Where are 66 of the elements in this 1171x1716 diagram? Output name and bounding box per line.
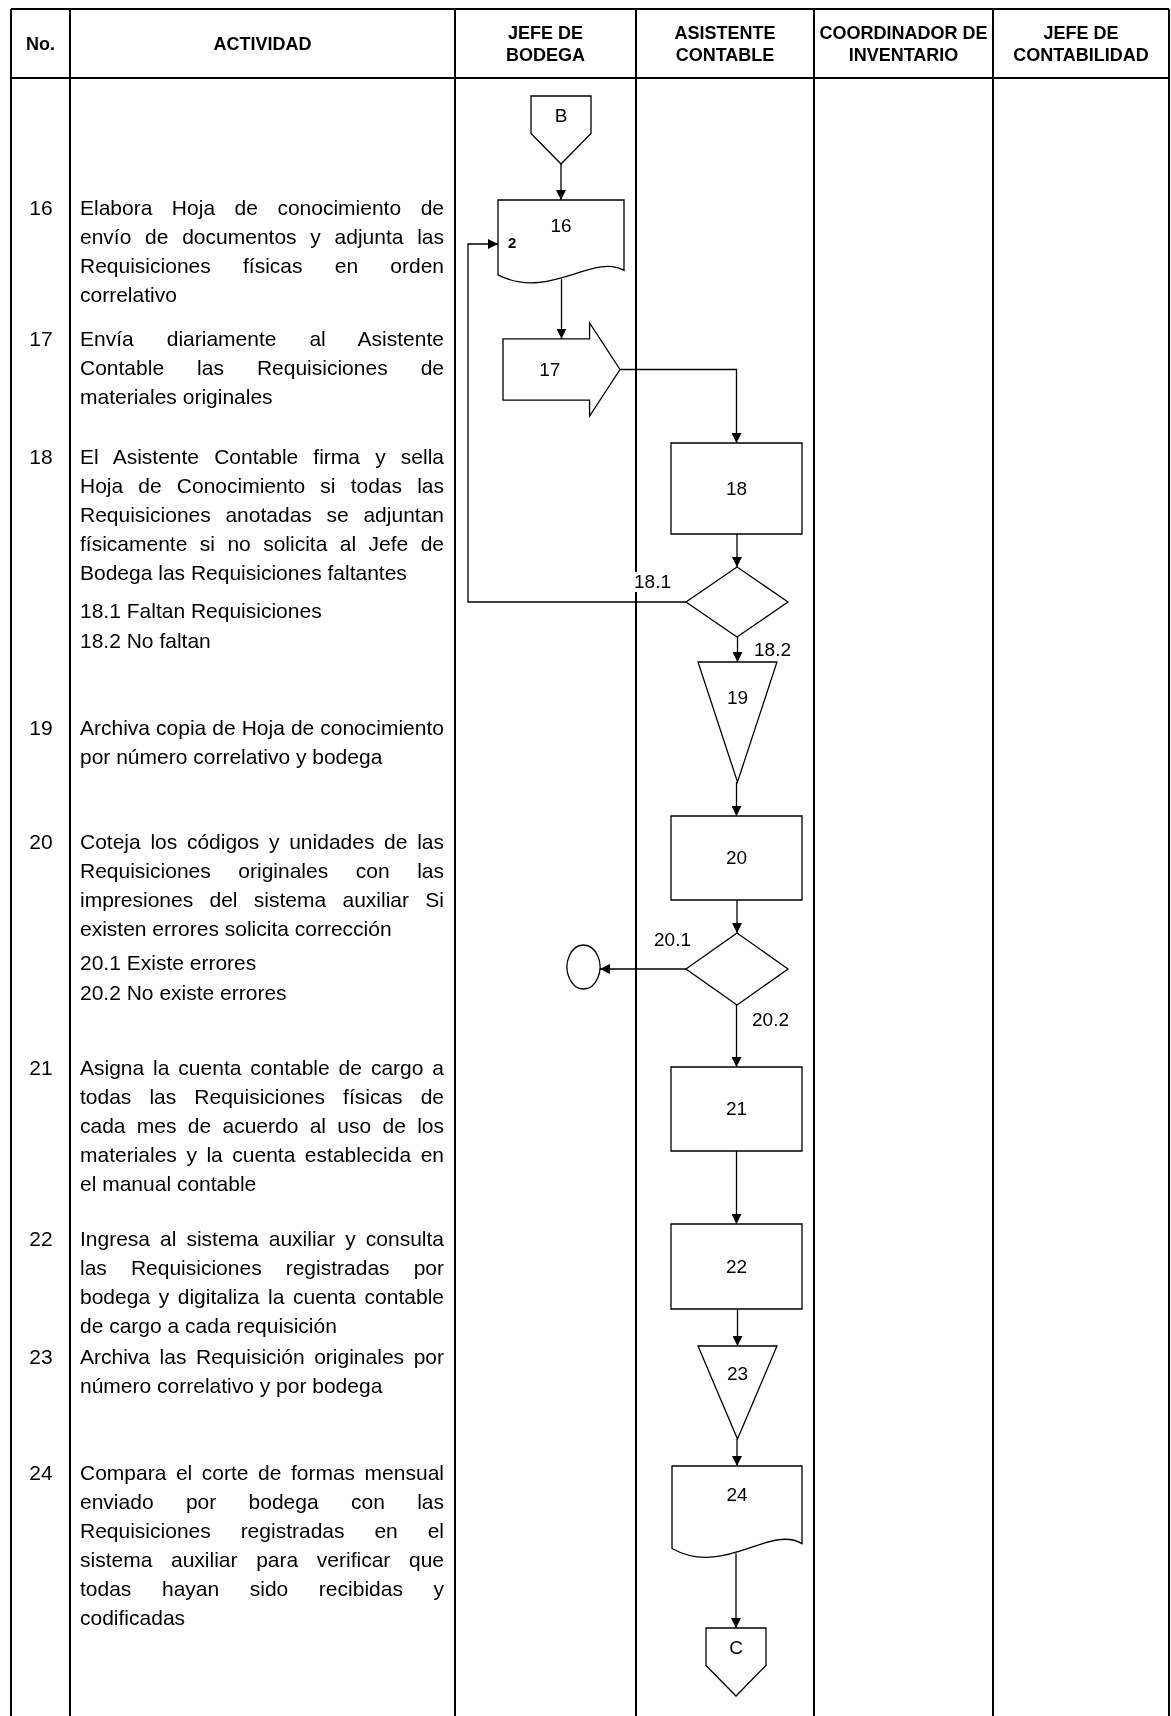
decision-diamond xyxy=(686,567,788,637)
step-number: 20 xyxy=(28,829,54,855)
arrow xyxy=(732,636,743,663)
condition-option: 20.2 No existe errores xyxy=(80,978,287,1007)
arrow xyxy=(732,899,742,934)
arrow xyxy=(731,1150,742,1225)
archive-triangle xyxy=(698,1346,777,1439)
arrow xyxy=(732,1308,743,1347)
activity-description: Ingresa al sistema auxiliar y consulta las Requisiciones registradas por bodega y digitaliza la cuenta contable de cargo a cada requisición xyxy=(80,1226,444,1339)
step-number: 21 xyxy=(725,1098,748,1120)
arrow xyxy=(556,163,566,201)
step-number: 19 xyxy=(726,687,749,709)
condition-option: 18.1 Faltan Requisiciones xyxy=(80,596,322,625)
step-number: 21 xyxy=(28,1055,54,1081)
step-number: 16 xyxy=(550,215,572,238)
step-number: 24 xyxy=(28,1460,54,1486)
arrow xyxy=(467,239,687,603)
process-box xyxy=(671,443,802,534)
activity-description: Compara el corte de formas mensual enviado por bodega con las Requisiciones registradas en el sistema auxiliar para verificar que todas hayan sido recibidas y codificadas xyxy=(80,1460,444,1631)
process-box xyxy=(671,816,802,900)
arrow xyxy=(731,1004,742,1068)
arrow xyxy=(556,278,567,340)
activity-description: Coteja los códigos y unidades de las Requisiciones originales con las impresiones del sistema auxiliar Si existen errores solicita corrección xyxy=(80,829,444,942)
column-header: COORDINADOR DE INVENTARIO xyxy=(818,22,989,67)
arrow xyxy=(599,964,687,974)
step-number: 19 xyxy=(28,715,54,741)
process-box xyxy=(671,1067,802,1151)
condition-option: 20.1 Existe errores xyxy=(80,948,257,977)
transfer-arrow-shape xyxy=(503,323,620,416)
arrow xyxy=(731,1552,741,1629)
process-box xyxy=(671,1224,802,1309)
step-number: 22 xyxy=(28,1226,54,1252)
step-number: 16 xyxy=(28,195,54,221)
column-header: JEFE DE CONTABILIDAD xyxy=(1012,22,1150,67)
step-number: 23 xyxy=(726,1362,749,1385)
activity-description: Archiva copia de Hoja de conocimiento por número correlativo y bodega xyxy=(80,715,444,770)
condition-option: 18.2 No faltan xyxy=(80,626,211,655)
step-number: 18 xyxy=(725,477,748,500)
step-number: B xyxy=(554,105,568,128)
off-page-connector xyxy=(531,96,591,164)
step-number: 17 xyxy=(539,358,561,381)
arrow xyxy=(619,368,742,444)
column-header: No. xyxy=(25,33,56,56)
step-number: 23 xyxy=(28,1344,54,1370)
column-header: ASISTENTE CONTABLE xyxy=(673,22,777,67)
step-number: C xyxy=(729,1637,743,1660)
off-page-connector xyxy=(706,1628,766,1696)
activity-description: Envía diariamente al Asistente Contable las Requisiciones de materiales originales xyxy=(80,326,444,410)
step-number: 20 xyxy=(725,847,748,869)
arrow xyxy=(732,1438,742,1467)
column-header: JEFE DE BODEGA xyxy=(505,22,586,67)
arrow xyxy=(731,781,742,817)
edge-label: 18.1 xyxy=(632,572,673,592)
archive-triangle xyxy=(698,662,777,782)
column-header: ACTIVIDAD xyxy=(212,33,313,56)
activity-description: Asigna la cuenta contable de cargo a todas las Requisiciones físicas de cada mes de acuerdo al uso de los materiales y la cuenta establecida en el manual contable xyxy=(80,1055,444,1197)
step-number: 24 xyxy=(726,1484,748,1507)
connector-circle xyxy=(567,945,600,989)
step-number: 18 xyxy=(28,444,54,470)
arrow xyxy=(732,533,742,568)
step-number: 17 xyxy=(28,326,54,352)
activity-description: El Asistente Contable firma y sella Hoja de Conocimiento si todas las Requisiciones anotadas se adjuntan físicamente si no solicita al Jefe de Bodega las Requisiciones faltantes xyxy=(80,444,444,586)
activity-description: Archiva las Requisición originales por número correlativo y por bodega xyxy=(80,1344,444,1399)
activity-description: Elabora Hoja de conocimiento de envío de documentos y adjunta las Requisiciones físicas en orden correlativo xyxy=(80,195,444,308)
connector-mark: 2 xyxy=(508,234,517,251)
step-number: 22 xyxy=(725,1255,748,1278)
